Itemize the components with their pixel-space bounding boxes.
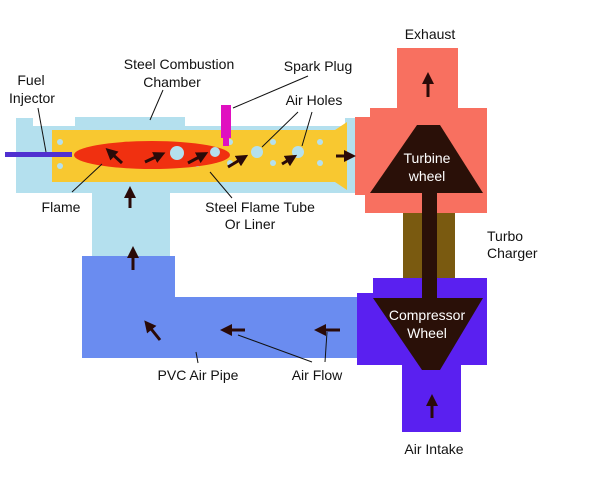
air-holes-large <box>170 146 304 160</box>
spark-plug-label: Spark Plug <box>284 58 352 74</box>
turbine-wheel <box>370 125 483 193</box>
flame <box>74 141 230 169</box>
spark-plug-tip <box>223 138 229 146</box>
leader-lines <box>37 75 328 364</box>
shaft <box>422 190 437 300</box>
flow-arrows <box>105 72 438 418</box>
air-flow-label: Air Flow <box>292 367 343 383</box>
compressor-label-1: Compressor <box>389 307 466 323</box>
turbine-label-2: wheel <box>408 168 446 184</box>
fuel-injector <box>5 152 72 157</box>
compressor-wheel <box>373 298 483 370</box>
fuel-injector-label-1: Fuel <box>17 72 44 88</box>
spark-plug <box>221 105 231 138</box>
turbo-label-1: Turbo <box>487 228 523 244</box>
pvc-air-pipe <box>82 256 357 358</box>
combustion-chamber-label-1: Steel Combustion <box>124 56 235 72</box>
exhaust-label: Exhaust <box>405 26 456 42</box>
air-intake-label: Air Intake <box>404 441 463 457</box>
pvc-pipe-label: PVC Air Pipe <box>158 367 239 383</box>
air-holes-label: Air Holes <box>286 92 343 108</box>
compressor-label-2: Wheel <box>407 325 447 341</box>
flame-label: Flame <box>42 199 81 215</box>
flame-tube-label-1: Steel Flame Tube <box>205 199 315 215</box>
flame-tube-label-2: Or Liner <box>225 216 276 232</box>
turbo-label-2: Charger <box>487 245 538 261</box>
combustion-chamber-label-2: Chamber <box>143 74 201 90</box>
fuel-injector-label-2: Injector <box>9 90 55 106</box>
turbine-label-1: Turbine <box>404 150 451 166</box>
